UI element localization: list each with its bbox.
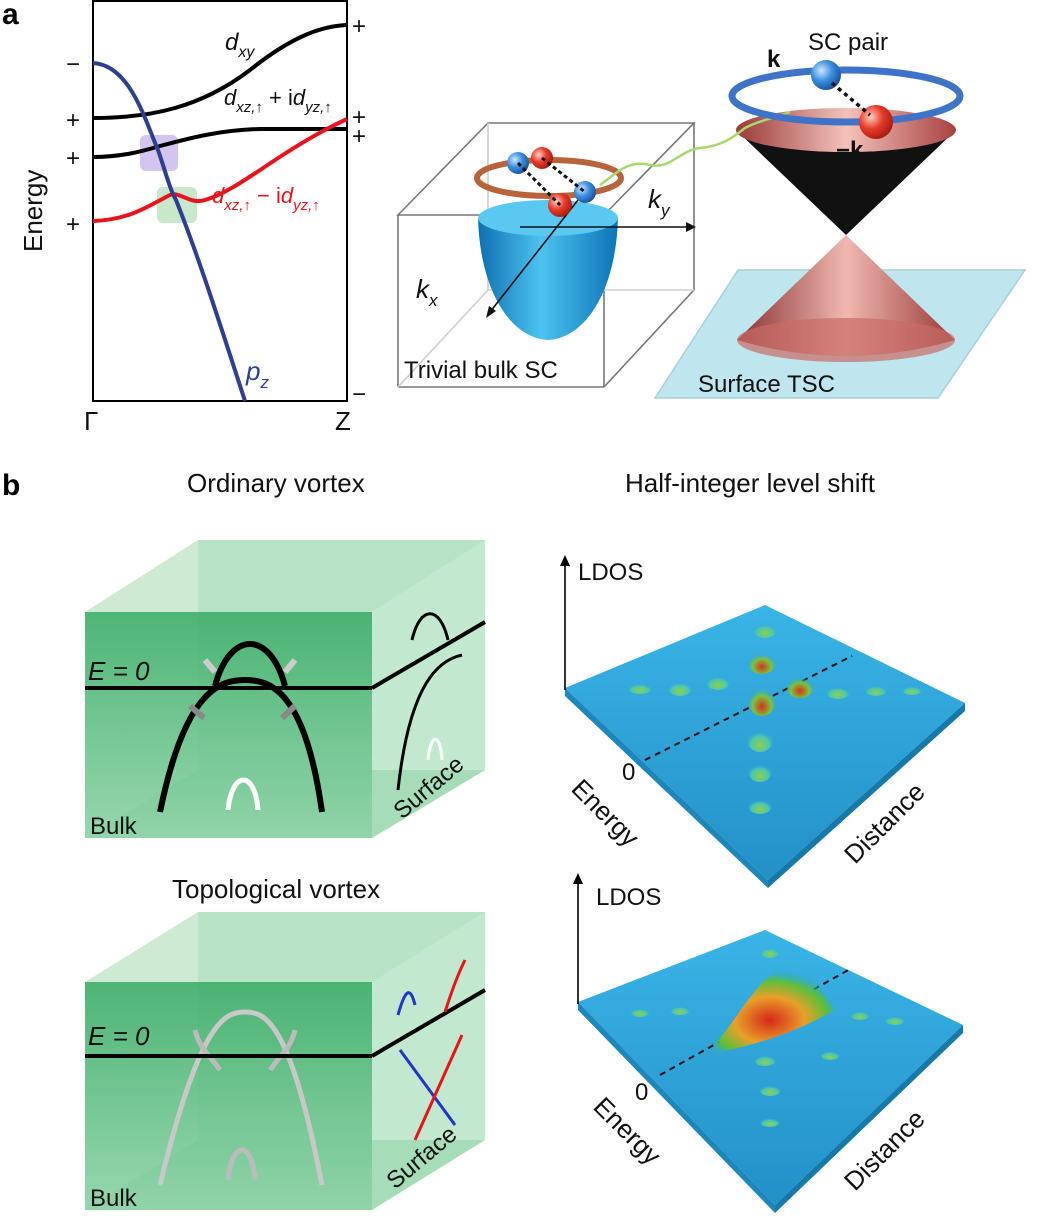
ky-label: ky <box>648 184 671 220</box>
panel-b-label: b <box>2 469 20 502</box>
band-tail-4 <box>279 703 298 721</box>
parity-right-2: + <box>352 104 366 131</box>
topo-band-3 <box>267 1029 298 1072</box>
zero-mode-peak <box>705 968 835 1055</box>
ldos-plane-bottom <box>578 930 963 1205</box>
e0-line-side-2 <box>370 988 487 1058</box>
surface-band-3 <box>426 737 444 761</box>
label-pz: pz <box>245 356 269 392</box>
half-integer-title: Half-integer level shift <box>625 468 876 498</box>
ldos-plane-edge-right <box>768 703 965 888</box>
band-tail-3 <box>188 703 206 721</box>
surface-band-2 <box>396 653 463 791</box>
ldos-peaks-top <box>628 622 922 814</box>
ordinary-vortex-title: Ordinary vortex <box>187 468 365 498</box>
surface-red-1 <box>443 959 467 1013</box>
vortex-band-faint <box>225 777 261 811</box>
ldos-label-bottom: LDOS <box>596 884 661 911</box>
bulk-label: Trivial bulk SC <box>404 357 558 384</box>
bulk-label-bottom: Bulk <box>90 1185 138 1212</box>
band-tail-2 <box>282 658 298 674</box>
band-pz <box>92 61 247 402</box>
vortex-band-lower <box>157 676 325 813</box>
panel-a-label: a <box>2 0 19 31</box>
e0-label-bottom: E = 0 <box>88 1021 150 1051</box>
kx-axis <box>489 199 579 313</box>
parity-left-4: + <box>66 211 80 238</box>
ldos-plane-edge-left <box>565 688 768 888</box>
parity-left-2: + <box>66 107 80 134</box>
bulk-pair-link-1 <box>516 161 562 207</box>
zero-label-bottom: 0 <box>635 1079 648 1106</box>
surface-blue-1 <box>396 991 417 1016</box>
kx-arrowhead <box>486 306 496 318</box>
surface-electron-k <box>811 60 841 90</box>
parity-right-1: + <box>352 13 366 40</box>
surface-electron-minus-k <box>859 105 893 139</box>
label-dxy: dxy <box>225 29 255 61</box>
e0-label-top: E = 0 <box>88 656 150 686</box>
ldos-plot-bottom: LDOS 0 Energy Distance <box>573 873 963 1213</box>
surface-pair-link <box>830 81 872 117</box>
surface-band-1 <box>410 612 450 641</box>
label-dxz-plus: dxz,↑ + idyz,↑ <box>224 85 332 116</box>
topological-vortex-title: Topological vortex <box>172 874 380 904</box>
zero-label-top: 0 <box>622 759 635 786</box>
zero-energy-dashline-top <box>644 655 853 761</box>
energy-axis-label: Energy <box>18 170 48 252</box>
band-tail-1 <box>202 658 218 674</box>
bulk-label-top: Bulk <box>90 813 138 840</box>
ldos-plane-edge-right-2 <box>775 1025 963 1213</box>
surface-cone-upper <box>736 130 956 235</box>
bulk-paraboloid <box>478 218 618 340</box>
topo-band-main <box>157 1009 325 1186</box>
cone-lower-base <box>737 318 955 362</box>
cube-topological: E = 0 Bulk Surface <box>85 912 487 1212</box>
paraboloid-top <box>478 200 618 236</box>
x-tick-gamma: Γ <box>84 406 98 436</box>
parity-right-3: + <box>352 123 366 150</box>
ldos-arrow-bottom <box>573 873 583 884</box>
band-structure-plot: Energy − + + + + + + − dxy dxz,↑ + idyz,… <box>18 0 366 436</box>
bulk-pair-link-2 <box>541 156 586 194</box>
k-label: k <box>767 46 781 73</box>
parity-left-1: − <box>66 51 80 78</box>
minus-k-label: −k <box>836 137 864 164</box>
surface-blue-2 <box>398 1049 457 1126</box>
ky-arrowhead <box>686 222 696 232</box>
ldos-arrow-top <box>560 555 570 566</box>
ldos-plane-edge-left-2 <box>578 1002 775 1213</box>
zero-energy-dashline-bottom <box>659 967 853 1076</box>
bulk-electron-3 <box>574 181 596 203</box>
label-dxz-minus: dxz,↑ − idyz,↑ <box>212 183 320 214</box>
plot-frame <box>92 0 348 402</box>
topo-band-4 <box>225 1147 258 1181</box>
band-dxy <box>92 23 348 120</box>
ldos-peaks-bottom <box>630 946 905 1127</box>
vortex-band-upper <box>212 641 288 687</box>
topo-band-2 <box>192 1029 223 1072</box>
parity-right-4: − <box>352 381 366 408</box>
kx-label: kx <box>416 274 438 310</box>
energy-axis-bottom: Energy <box>588 1091 667 1170</box>
band-dxz-minus <box>92 117 348 223</box>
e0-line-side <box>370 620 487 690</box>
band-dxz-plus <box>92 127 347 159</box>
x-tick-z: Z <box>335 406 351 436</box>
surface-red-2 <box>413 1034 464 1141</box>
parity-left-3: + <box>66 145 80 172</box>
surface-label: Surface TSC <box>698 371 835 398</box>
bulk-surface-schematic: ky kx SC pair k −k Trivial bulk SC Surfa… <box>396 29 1027 399</box>
surface-pair-ring <box>728 66 964 126</box>
proximity-link <box>599 110 791 186</box>
sc-pair-label: SC pair <box>808 29 888 56</box>
ldos-plot-top: LDOS 0 Energy Distance <box>560 555 965 888</box>
cube-ordinary: E = 0 Bulk Surface <box>85 540 487 840</box>
ldos-label-top: LDOS <box>578 559 643 586</box>
